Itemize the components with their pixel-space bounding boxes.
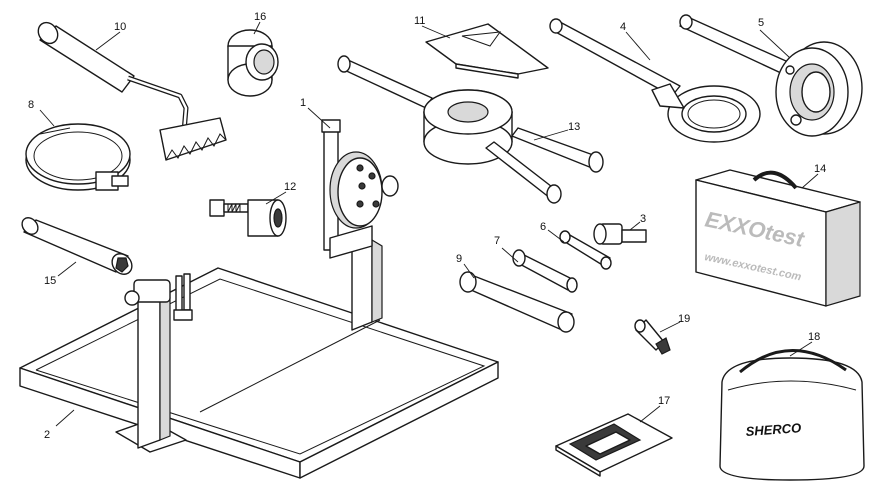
tool-7-cylinder xyxy=(512,249,578,293)
callout-9: 9 xyxy=(456,253,462,265)
callout-numbers: 1 2 3 4 5 6 7 8 9 10 11 12 13 14 15 16 1… xyxy=(28,11,826,441)
tool-15-socket xyxy=(21,217,133,275)
callout-7: 7 xyxy=(494,235,500,247)
tool-19-small-tool xyxy=(634,319,671,355)
tool-2-tray xyxy=(19,238,499,479)
callout-10: 10 xyxy=(114,21,126,33)
callout-13: 13 xyxy=(568,121,580,133)
callout-8: 8 xyxy=(28,99,34,111)
tool-9-cylinder xyxy=(459,271,575,333)
tool-16-bushing xyxy=(227,29,279,97)
leader-lines xyxy=(39,21,819,427)
callout-4: 4 xyxy=(620,21,626,33)
tool-14-case: EXXOtest www.exxotest.com xyxy=(695,169,861,307)
callout-18: 18 xyxy=(808,331,820,343)
callout-5: 5 xyxy=(758,17,764,29)
callout-17: 17 xyxy=(658,395,670,407)
tool-18-bag: SHERCO xyxy=(719,349,865,481)
tool-17-booklet xyxy=(555,413,673,477)
callout-6: 6 xyxy=(540,221,546,233)
tool-8-clamp xyxy=(25,123,131,191)
callout-15: 15 xyxy=(44,275,56,287)
tool-5-holding-tool xyxy=(679,14,863,137)
callout-2: 2 xyxy=(44,429,50,441)
tool-4-spanner xyxy=(549,18,761,143)
tool-13-puller xyxy=(337,55,604,204)
callout-16: 16 xyxy=(254,11,266,23)
tool-12-bolt xyxy=(209,199,287,237)
tool-11-plate xyxy=(425,23,549,79)
callout-14: 14 xyxy=(814,163,826,175)
bag-brand-text: SHERCO xyxy=(745,420,802,439)
callout-1: 1 xyxy=(300,97,306,109)
callout-11: 11 xyxy=(414,15,425,27)
tool-6-cylinder xyxy=(559,230,612,270)
callout-12: 12 xyxy=(284,181,296,193)
callout-19: 19 xyxy=(678,313,690,325)
tool-10-handle xyxy=(37,21,227,161)
tool-3-pin xyxy=(593,223,647,245)
callout-3: 3 xyxy=(640,213,646,225)
tool-1-holder xyxy=(321,119,399,259)
